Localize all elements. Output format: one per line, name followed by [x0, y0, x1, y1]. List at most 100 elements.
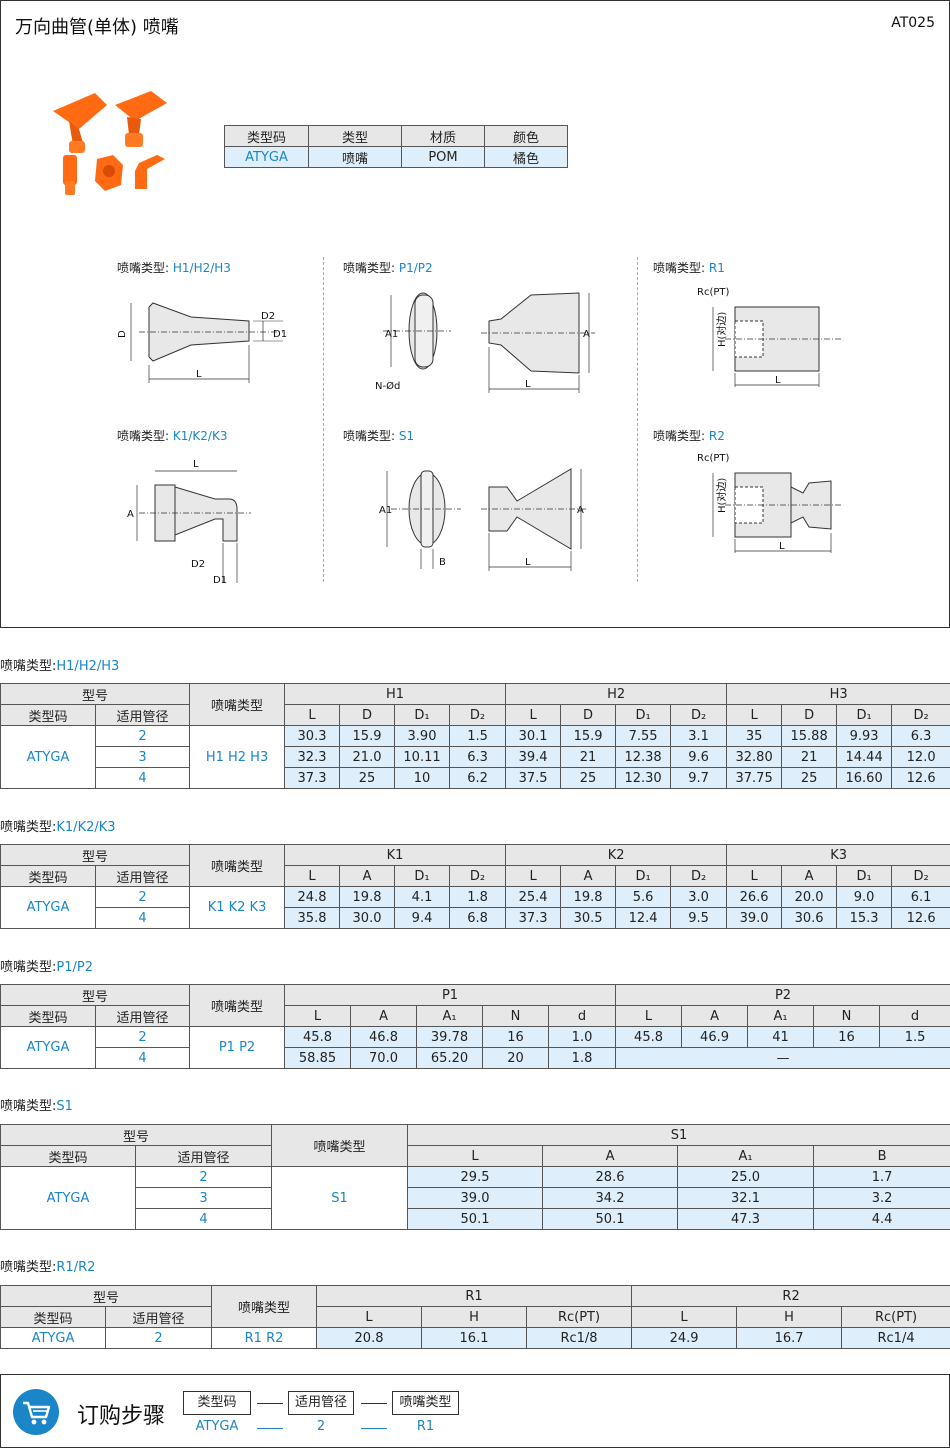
section-type: S1	[56, 1099, 73, 1114]
page-title: 万向曲管(单体) 喷嘴	[15, 17, 179, 38]
column-header: L	[505, 704, 562, 726]
cart-icon	[13, 1389, 59, 1435]
value-cell: 10.11	[394, 746, 451, 768]
nozzle-type-header: 喷嘴类型	[211, 1285, 318, 1328]
value-cell: Rc1/4	[841, 1327, 950, 1349]
dim-label: L	[196, 369, 202, 380]
drawing-label-p: 喷嘴类型: P1/P2	[343, 259, 433, 276]
drawing-label-r1: 喷嘴类型: R1	[653, 259, 725, 276]
group-header: H2	[505, 683, 728, 705]
model-header: 型号	[0, 1124, 273, 1146]
section-prefix: 喷嘴类型:	[0, 659, 57, 674]
not-available-cell: —	[615, 1047, 950, 1069]
column-header: A	[781, 865, 838, 887]
drawing-r2: Rc(PT) H(对边) L	[697, 453, 841, 553]
pipe-cell: 2	[104, 1327, 213, 1349]
drawing-type: R1	[708, 261, 725, 275]
column-header: D₁	[836, 704, 893, 726]
drawing-prefix: 喷嘴类型:	[117, 261, 170, 275]
info-header: 颜色	[484, 125, 568, 147]
info-cell: ATYGA	[224, 146, 309, 168]
value-cell: 6.3	[891, 725, 950, 747]
order-step-box: 适用管径	[288, 1391, 354, 1415]
value-cell: 10	[394, 767, 451, 789]
type-code-header: 类型码	[0, 865, 96, 887]
pipe-cell: 4	[94, 1047, 191, 1069]
value-cell: 6.8	[449, 907, 507, 929]
dim-label: A1	[385, 329, 398, 340]
value-cell: 37.3	[505, 907, 562, 929]
column-header: D	[339, 704, 396, 726]
value-cell: 3.0	[670, 886, 728, 908]
value-cell: 30.6	[781, 907, 838, 929]
dim-label: H(对边)	[715, 312, 728, 347]
info-cell: POM	[401, 146, 485, 168]
product-panel: 万向曲管(单体) 喷嘴 AT025 类型码 类型 材质 颜色 ATYGA 喷嘴 …	[0, 0, 950, 628]
value-cell: 30.0	[339, 907, 396, 929]
section-title-s: 喷嘴类型:S1	[0, 1095, 73, 1114]
product-photo	[53, 91, 167, 195]
value-cell: 19.8	[339, 886, 396, 908]
value-cell: 50.1	[407, 1208, 544, 1230]
column-header: d	[548, 1005, 617, 1027]
column-header: Rc(PT)	[526, 1306, 633, 1328]
column-header: D₂	[670, 704, 728, 726]
info-header: 类型	[308, 125, 402, 147]
type-code-header: 类型码	[0, 1306, 106, 1328]
nozzle-type-cell: S1	[271, 1166, 409, 1230]
value-cell: 20.0	[781, 886, 838, 908]
value-cell: 39.4	[505, 746, 562, 768]
value-cell: Rc1/8	[526, 1327, 633, 1349]
value-cell: 24.8	[284, 886, 341, 908]
column-header: L	[284, 704, 341, 726]
model-header: 型号	[0, 844, 191, 866]
info-table: 类型码 类型 材质 颜色 ATYGA 喷嘴 POM 橘色	[224, 125, 568, 168]
value-cell: 12.0	[891, 746, 950, 768]
column-header: D₁	[615, 704, 672, 726]
pipe-cell: 4	[134, 1208, 273, 1230]
value-cell: 35	[726, 725, 783, 747]
column-header: D₂	[670, 865, 728, 887]
section-prefix: 喷嘴类型:	[0, 1260, 57, 1275]
pipe-cell: 2	[94, 886, 191, 908]
column-header: A	[681, 1005, 749, 1027]
nozzle-type-cell: K1 K2 K3	[189, 886, 286, 929]
section-type: H1/H2/H3	[56, 659, 120, 674]
column-header: N	[813, 1005, 881, 1027]
column-header: L	[631, 1306, 738, 1328]
group-header: P1	[284, 984, 617, 1006]
column-header: A₁	[677, 1145, 815, 1167]
value-connector	[361, 1428, 387, 1429]
pipe-header: 适用管径	[134, 1145, 273, 1167]
drawing-r1: Rc(PT) H(对边) L	[697, 287, 841, 387]
value-cell: 20.8	[316, 1327, 423, 1349]
dim-label: H(对边)	[715, 478, 728, 513]
group-header: R1	[316, 1285, 633, 1307]
value-cell: 65.20	[416, 1047, 484, 1069]
column-header: L	[316, 1306, 423, 1328]
type-code-cell: ATYGA	[0, 1327, 106, 1349]
value-cell: 1.7	[813, 1166, 950, 1188]
model-header: 型号	[0, 1285, 213, 1307]
group-header: S1	[407, 1124, 950, 1146]
column-header: H	[736, 1306, 843, 1328]
pipe-cell: 2	[134, 1166, 273, 1188]
pipe-header: 适用管径	[94, 704, 191, 726]
pipe-cell: 4	[94, 767, 191, 789]
value-cell: 1.8	[548, 1047, 617, 1069]
order-steps-bar: 订购步骤 类型码 适用管径 喷嘴类型 ATYGA 2 R1	[0, 1374, 950, 1448]
dim-label: N-Ød	[375, 380, 400, 392]
pipe-cell: 3	[94, 746, 191, 768]
drawing-label-h: 喷嘴类型: H1/H2/H3	[117, 259, 231, 276]
value-cell: 32.3	[284, 746, 341, 768]
column-header: D₂	[449, 704, 507, 726]
value-cell: 39.0	[726, 907, 783, 929]
dim-label: D1	[273, 329, 287, 340]
drawing-prefix: 喷嘴类型:	[343, 429, 396, 443]
value-cell: 26.6	[726, 886, 783, 908]
pipe-cell: 2	[94, 725, 191, 747]
value-cell: 25	[339, 767, 396, 789]
pipe-header: 适用管径	[94, 1005, 191, 1027]
dim-label: D1	[213, 575, 227, 586]
